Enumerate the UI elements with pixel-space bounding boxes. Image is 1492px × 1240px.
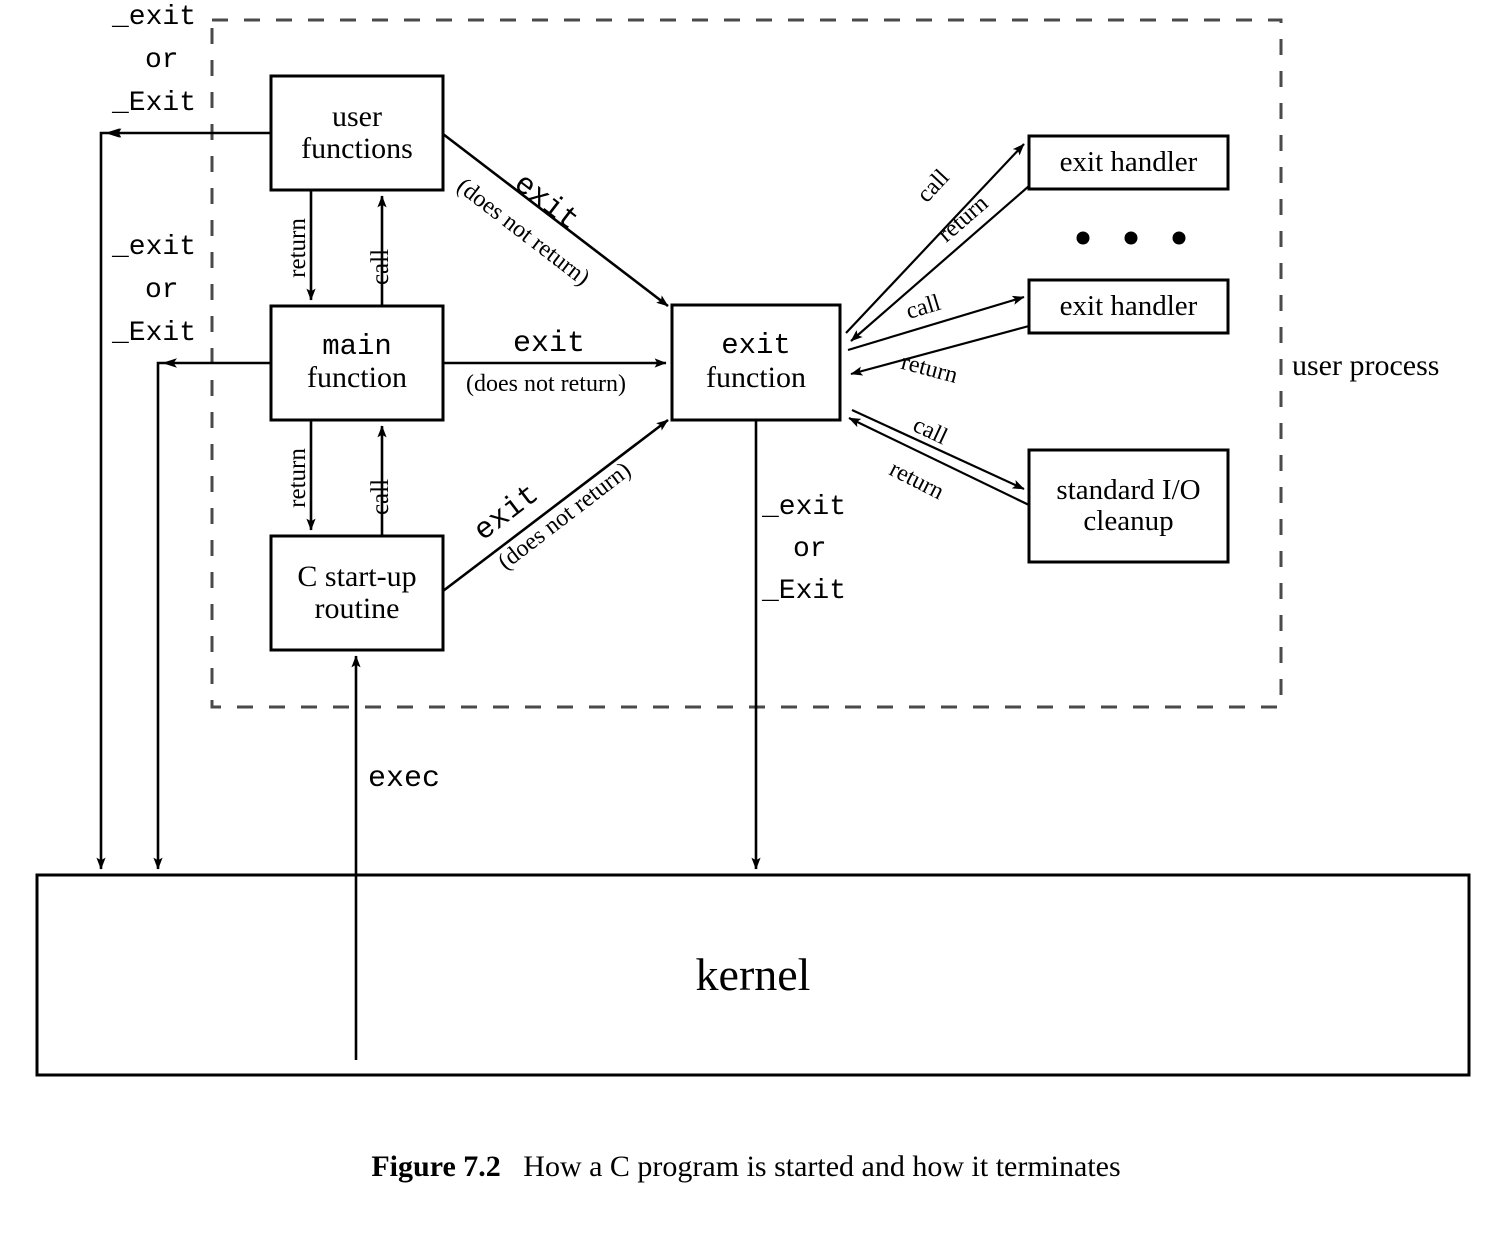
userfn-kernel-label-line2: or: [145, 45, 179, 76]
arrow-return-stdio: [848, 417, 1030, 506]
label-userfn-call: call: [367, 248, 395, 286]
ellipsis-dots: [1076, 231, 1186, 245]
label-main-call: call: [367, 478, 395, 516]
arrow-call-handler-2: [847, 295, 1025, 352]
figure-caption: Figure 7.2 How a C program is started an…: [0, 1150, 1492, 1184]
box-kernel: [35, 873, 1471, 1077]
process-boxes: [35, 74, 1471, 1077]
handler-arrows: [845, 143, 1030, 506]
arrow-main-to-kernel: [153, 361, 271, 870]
label-exec: exec: [368, 762, 441, 796]
exit-kernel-label-line1: _exit: [762, 492, 847, 523]
box-exit-handler-2: [1027, 278, 1230, 335]
label-main-return: return: [283, 448, 311, 508]
dot-3: [1172, 231, 1186, 245]
exit-inbound-arrows: [442, 132, 669, 593]
exit-kernel-label-line2: or: [793, 534, 827, 565]
userfn-kernel-label-line3: _Exit: [112, 88, 197, 119]
arrowhead-to-left-userfn: [105, 128, 120, 138]
user-process-label: user process: [1292, 349, 1440, 382]
arrow-call-stdio: [851, 409, 1025, 490]
box-user-functions: [269, 74, 445, 192]
userfn-kernel-label-line1: _exit: [112, 2, 197, 33]
box-exit-function: [670, 303, 842, 422]
dot-1: [1076, 231, 1090, 245]
box-c-startup-routine: [269, 534, 445, 652]
main-kernel-label-line3: _Exit: [112, 318, 197, 349]
arrow-call-handler-1: [845, 143, 1025, 334]
arrow-return-handler-1: [850, 185, 1030, 342]
caption-gap: [501, 1150, 524, 1183]
dashed-user-process-boundary: [210, 18, 1283, 709]
arrow-userfn-to-kernel: [96, 131, 271, 870]
box-main-function: [269, 304, 445, 422]
arrow-return-handler-2: [850, 324, 1030, 376]
label-userfn-return: return: [283, 218, 311, 278]
main-kernel-label-line1: _exit: [112, 232, 197, 263]
kernel-arrows: [96, 128, 761, 1060]
left-arrowheads: [105, 128, 177, 368]
label-main-exit-secondary: (does not return): [466, 371, 626, 397]
box-exit-handler-1: [1027, 134, 1230, 191]
internal-flow-arrows: [306, 190, 387, 536]
arrow-userfn-exit: [442, 132, 669, 308]
arrow-startup-exit: [442, 418, 669, 593]
label-main-exit-primary: exit: [513, 327, 586, 361]
figure-number: Figure 7.2: [371, 1150, 501, 1183]
box-stdio-cleanup: [1027, 448, 1230, 564]
exit-kernel-label-line3: _Exit: [762, 576, 847, 607]
dot-2: [1124, 231, 1138, 245]
main-kernel-label-line2: or: [145, 275, 179, 306]
arrowhead-to-left-main: [162, 358, 177, 368]
figure-caption-text: How a C program is started and how it te…: [523, 1150, 1121, 1183]
